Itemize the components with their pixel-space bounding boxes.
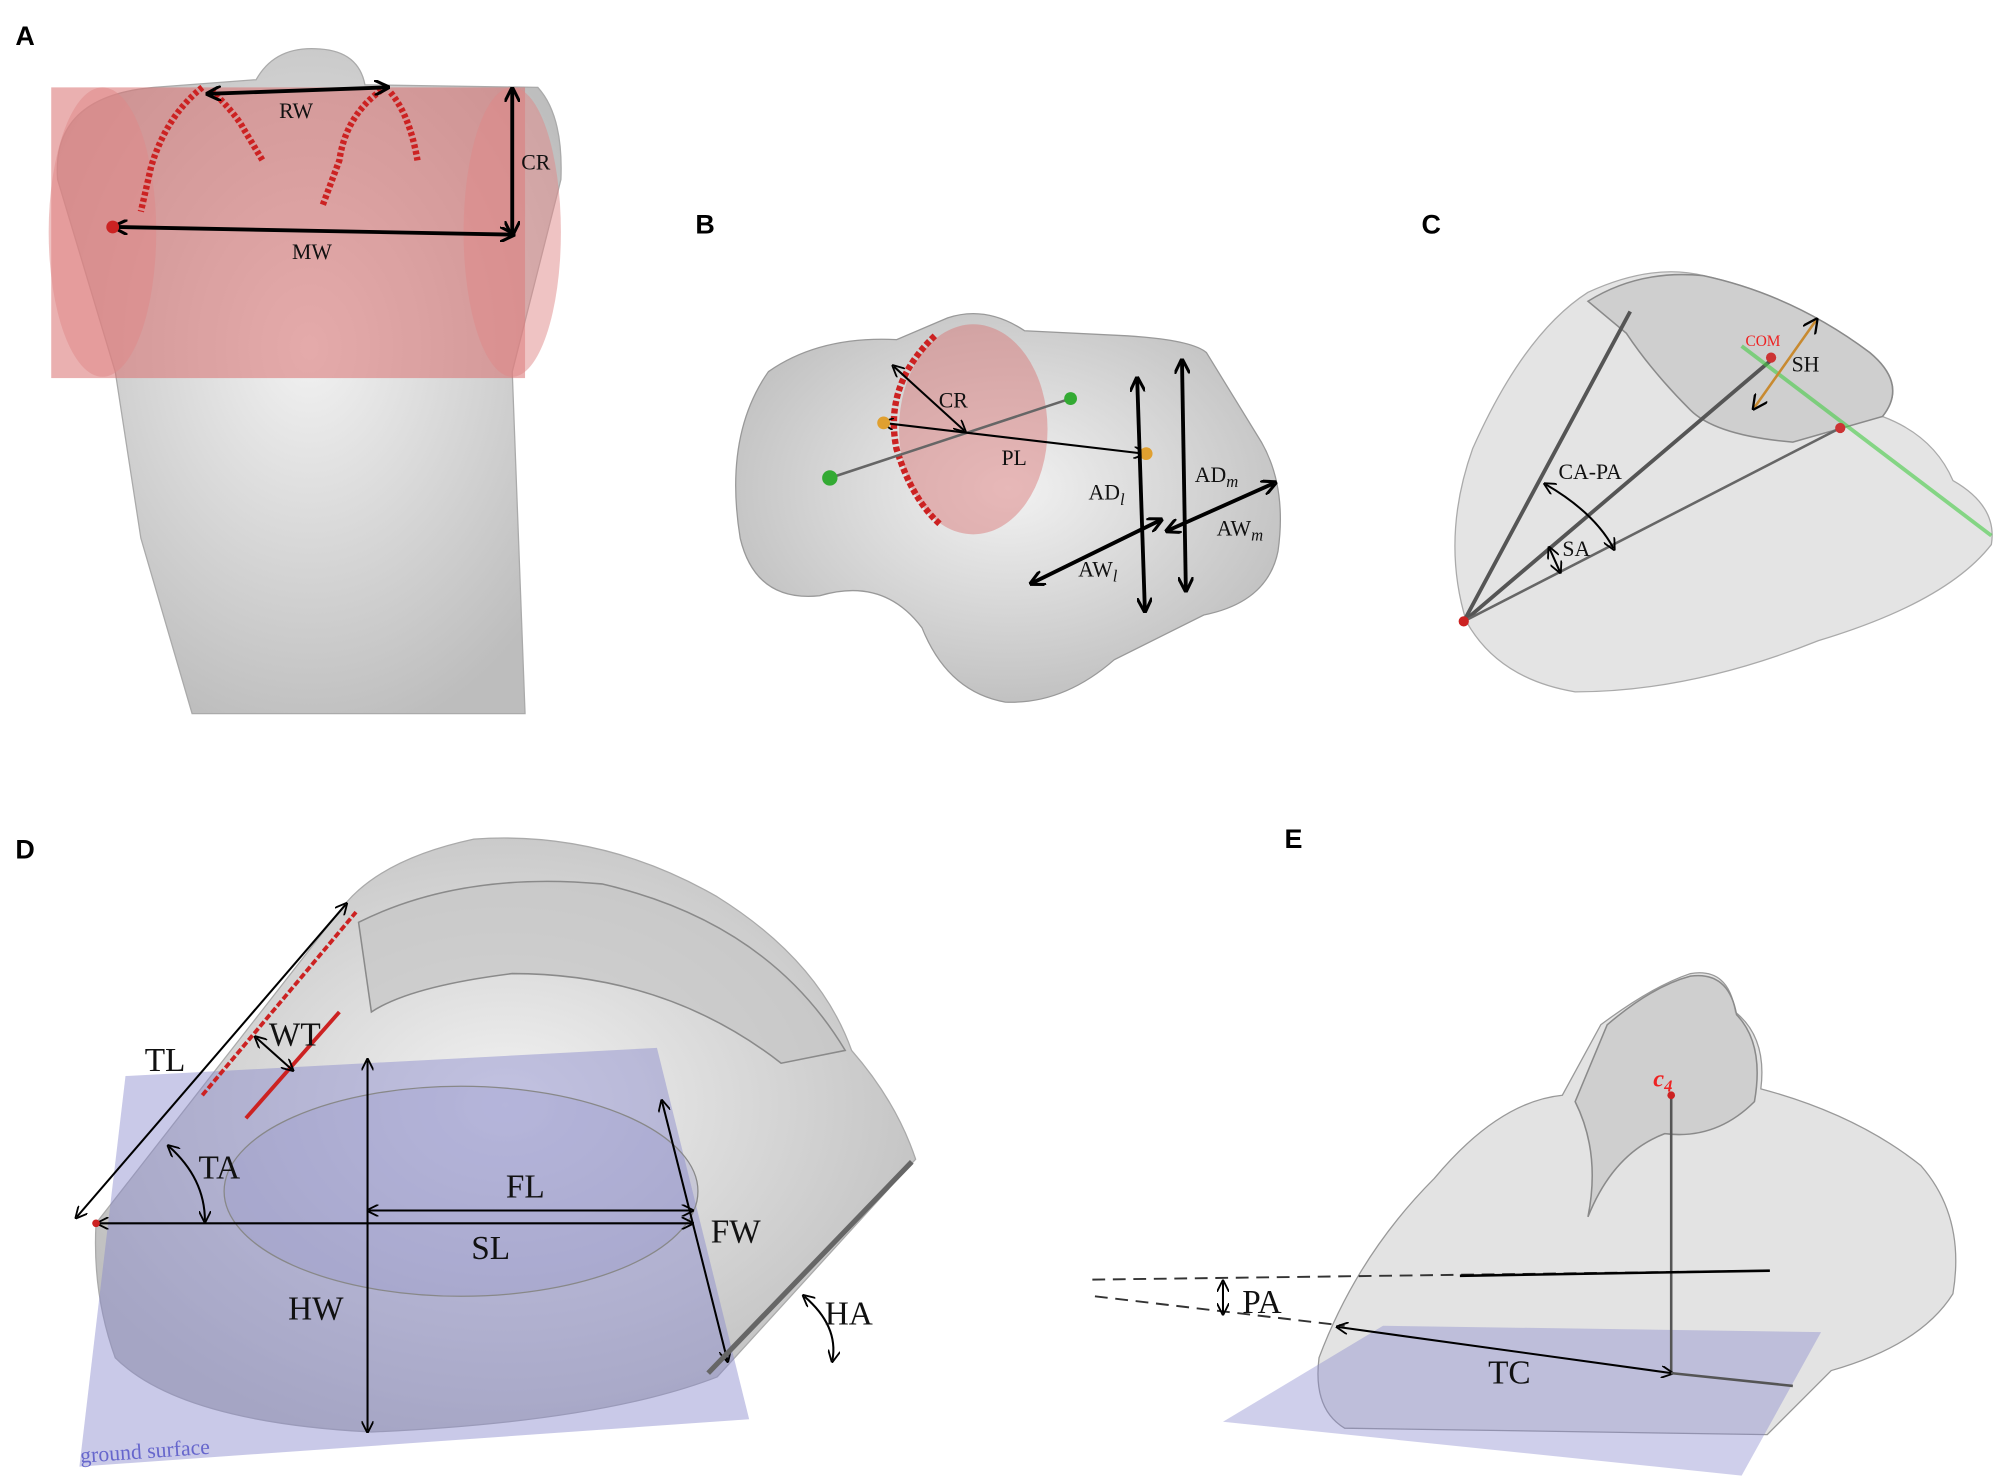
panel-label-e: E	[1284, 824, 1302, 854]
pa-line-lower	[1094, 1295, 1345, 1327]
label-com: COM	[1745, 333, 1780, 350]
panel-d: D TL WT TA FL SL FW HW HA ground surface	[15, 834, 917, 1468]
capa-arc	[1546, 484, 1614, 548]
coffin-bone	[1574, 974, 1758, 1218]
label-rw: RW	[279, 99, 313, 123]
label-cr-b: CR	[939, 389, 969, 413]
hoof-bone-e	[1317, 972, 1957, 1436]
mw-arrow	[115, 227, 512, 235]
label-ha: HA	[825, 1295, 873, 1332]
ray-3	[1463, 426, 1841, 623]
ta-arc	[169, 1146, 205, 1220]
label-ta: TA	[198, 1149, 240, 1186]
axis-point-left	[822, 470, 838, 486]
panel-label-d: D	[15, 834, 34, 864]
toe-point	[92, 1219, 100, 1228]
label-cr: CR	[521, 150, 551, 174]
pa-solid	[1459, 1269, 1770, 1278]
fw-arrow	[662, 1102, 727, 1361]
label-tc: TC	[1488, 1354, 1531, 1391]
ray-1	[1462, 310, 1632, 623]
panel-label-c: C	[1421, 209, 1440, 239]
ground-plane-e	[1222, 1325, 1822, 1476]
label-mw: MW	[292, 240, 332, 264]
label-sa: SA	[1562, 537, 1590, 561]
landmark-point	[106, 220, 120, 234]
label-hw: HW	[288, 1290, 344, 1327]
tl-arrow	[77, 904, 346, 1216]
label-wt: WT	[269, 1016, 321, 1053]
com-point	[1765, 352, 1777, 363]
axis-point-right	[1064, 392, 1077, 405]
tip-point	[1835, 422, 1846, 434]
tc-arrow	[1338, 1327, 1671, 1373]
wt-arrow	[256, 1038, 292, 1070]
label-awl: AWl	[1078, 558, 1118, 586]
sa-arrow	[1550, 548, 1560, 571]
heel-line	[706, 1160, 914, 1375]
pl-arrow	[884, 423, 1144, 454]
label-fl: FL	[506, 1169, 545, 1206]
rw-arrow	[209, 87, 387, 93]
label-sh: SH	[1792, 353, 1820, 377]
label-sl: SL	[471, 1230, 510, 1267]
label-adm: ADm	[1195, 463, 1238, 491]
panel-e: E c4 PA TC	[1092, 824, 1957, 1476]
awm-arrow	[1168, 483, 1274, 530]
adm-arrow	[1182, 361, 1186, 589]
panel-a: A RW CR MW	[15, 21, 562, 715]
label-awm: AWm	[1217, 517, 1264, 545]
c4-point	[1667, 1091, 1676, 1100]
pl-point-left	[877, 416, 891, 430]
panel-c: C COM SH CA-PA SA	[1421, 209, 1993, 693]
label-fw: FW	[711, 1214, 762, 1251]
ray-2	[1462, 358, 1773, 623]
cylinder-end-left	[48, 87, 157, 377]
panel-label-b: B	[695, 209, 714, 239]
apex-point	[1458, 616, 1469, 627]
label-pa: PA	[1242, 1284, 1282, 1321]
hoof-inner-ridge	[357, 880, 847, 1065]
label-pl: PL	[1001, 446, 1026, 470]
label-tl: TL	[145, 1042, 186, 1079]
panel-b: B CR PL ADl ADm AWl AWm	[695, 209, 1282, 703]
label-c4: c4	[1653, 1065, 1672, 1095]
panel-label-a: A	[15, 21, 34, 51]
awl-arrow	[1032, 520, 1160, 583]
label-adl: ADl	[1089, 481, 1125, 509]
tc-extension	[1671, 1371, 1793, 1388]
sh-arrow	[1754, 320, 1815, 407]
footprint-ellipse	[223, 1085, 699, 1297]
ha-arc	[804, 1296, 833, 1360]
label-capa: CA-PA	[1559, 460, 1623, 484]
